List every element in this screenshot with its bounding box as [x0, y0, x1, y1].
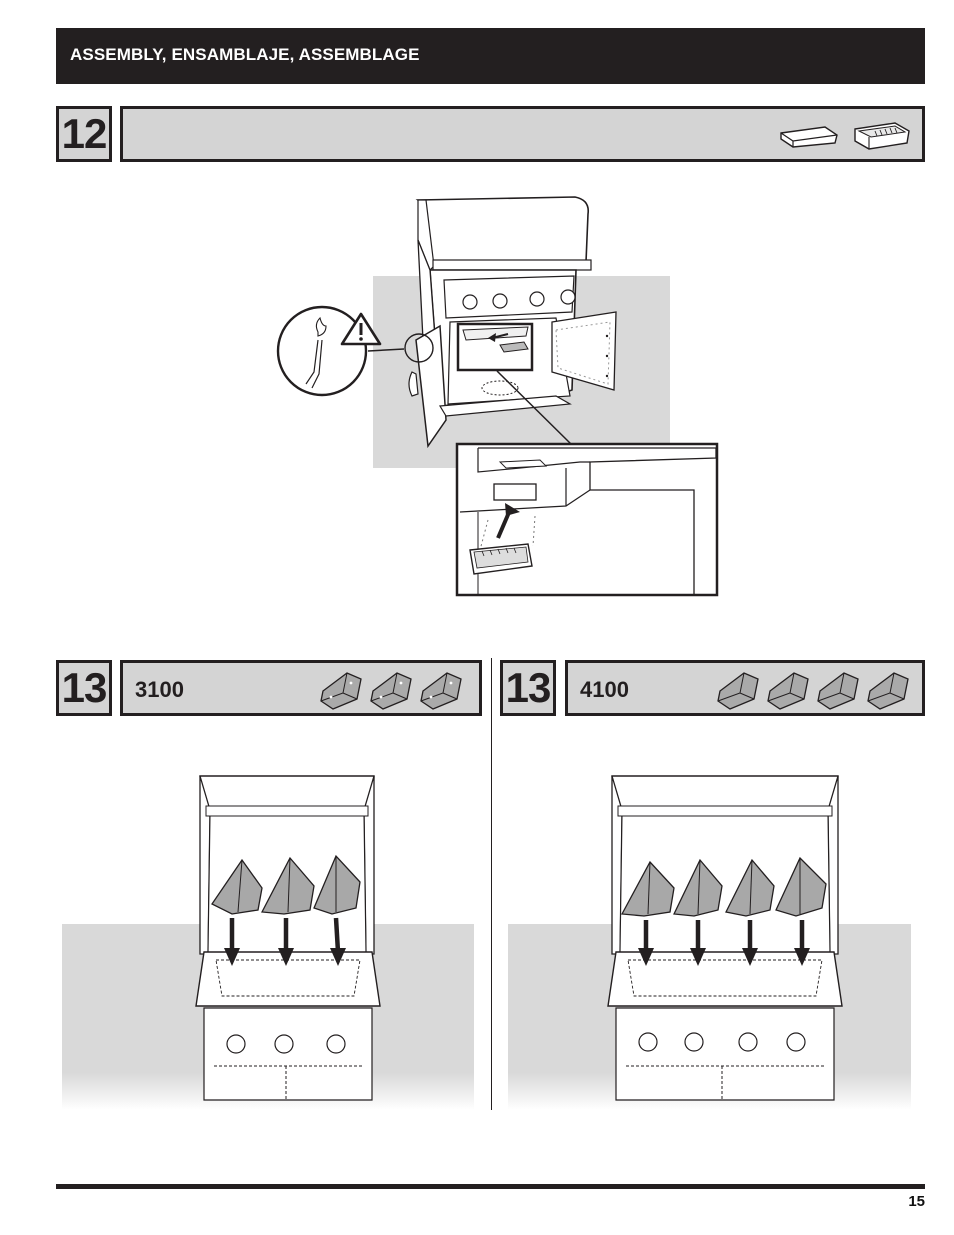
page-number: 15	[908, 1193, 925, 1210]
footer-rule	[56, 1184, 925, 1189]
grill-4100	[608, 776, 842, 1100]
heat-tent-group-3100	[212, 856, 360, 966]
step-13-3100-illustration	[0, 0, 954, 1120]
